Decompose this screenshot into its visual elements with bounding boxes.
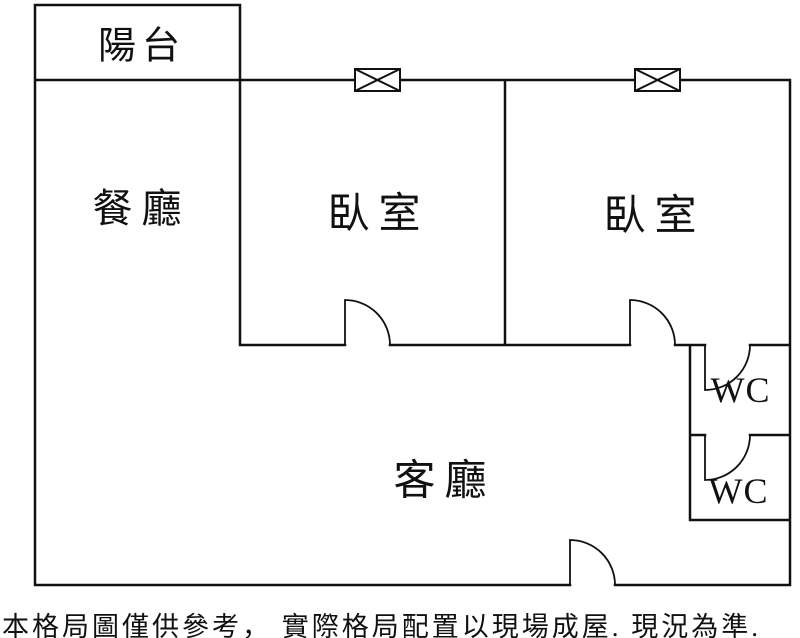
bedroom-2-door-arc-icon — [629, 299, 676, 346]
window-cross — [634, 68, 681, 92]
room-label-balcony: 陽台 — [97, 25, 187, 68]
room-label-wc-2: WC — [708, 471, 769, 511]
window-icon — [634, 68, 681, 92]
floor-plan-drawing — [33, 3, 792, 587]
room-label-living: 客廳 — [393, 458, 496, 505]
room-label-wc-1: WC — [710, 370, 771, 410]
outer-and-inner-walls — [33, 3, 792, 587]
wc-1-door-arc-icon — [704, 344, 751, 391]
window-cross — [354, 68, 401, 92]
wc-2-door-arc-icon — [704, 434, 751, 481]
bedroom-1-door-arc-icon — [344, 299, 391, 346]
room-label-bedroom-1: 臥室 — [327, 191, 430, 238]
window-icon — [354, 68, 401, 92]
entry-door-arc-icon — [569, 539, 616, 586]
room-label-dining: 餐廳 — [92, 186, 191, 231]
room-label-bedroom-2: 臥室 — [603, 193, 706, 240]
disclaimer-text: 本格局圖僅供參考， 實際格局配置以現場成屋. 現況為準. — [2, 612, 761, 638]
wall-lines — [33, 3, 792, 587]
door-arcs — [344, 299, 751, 586]
floor-plan: 陽台 餐廳 臥室 臥室 客廳 WC WC — [33, 3, 792, 587]
